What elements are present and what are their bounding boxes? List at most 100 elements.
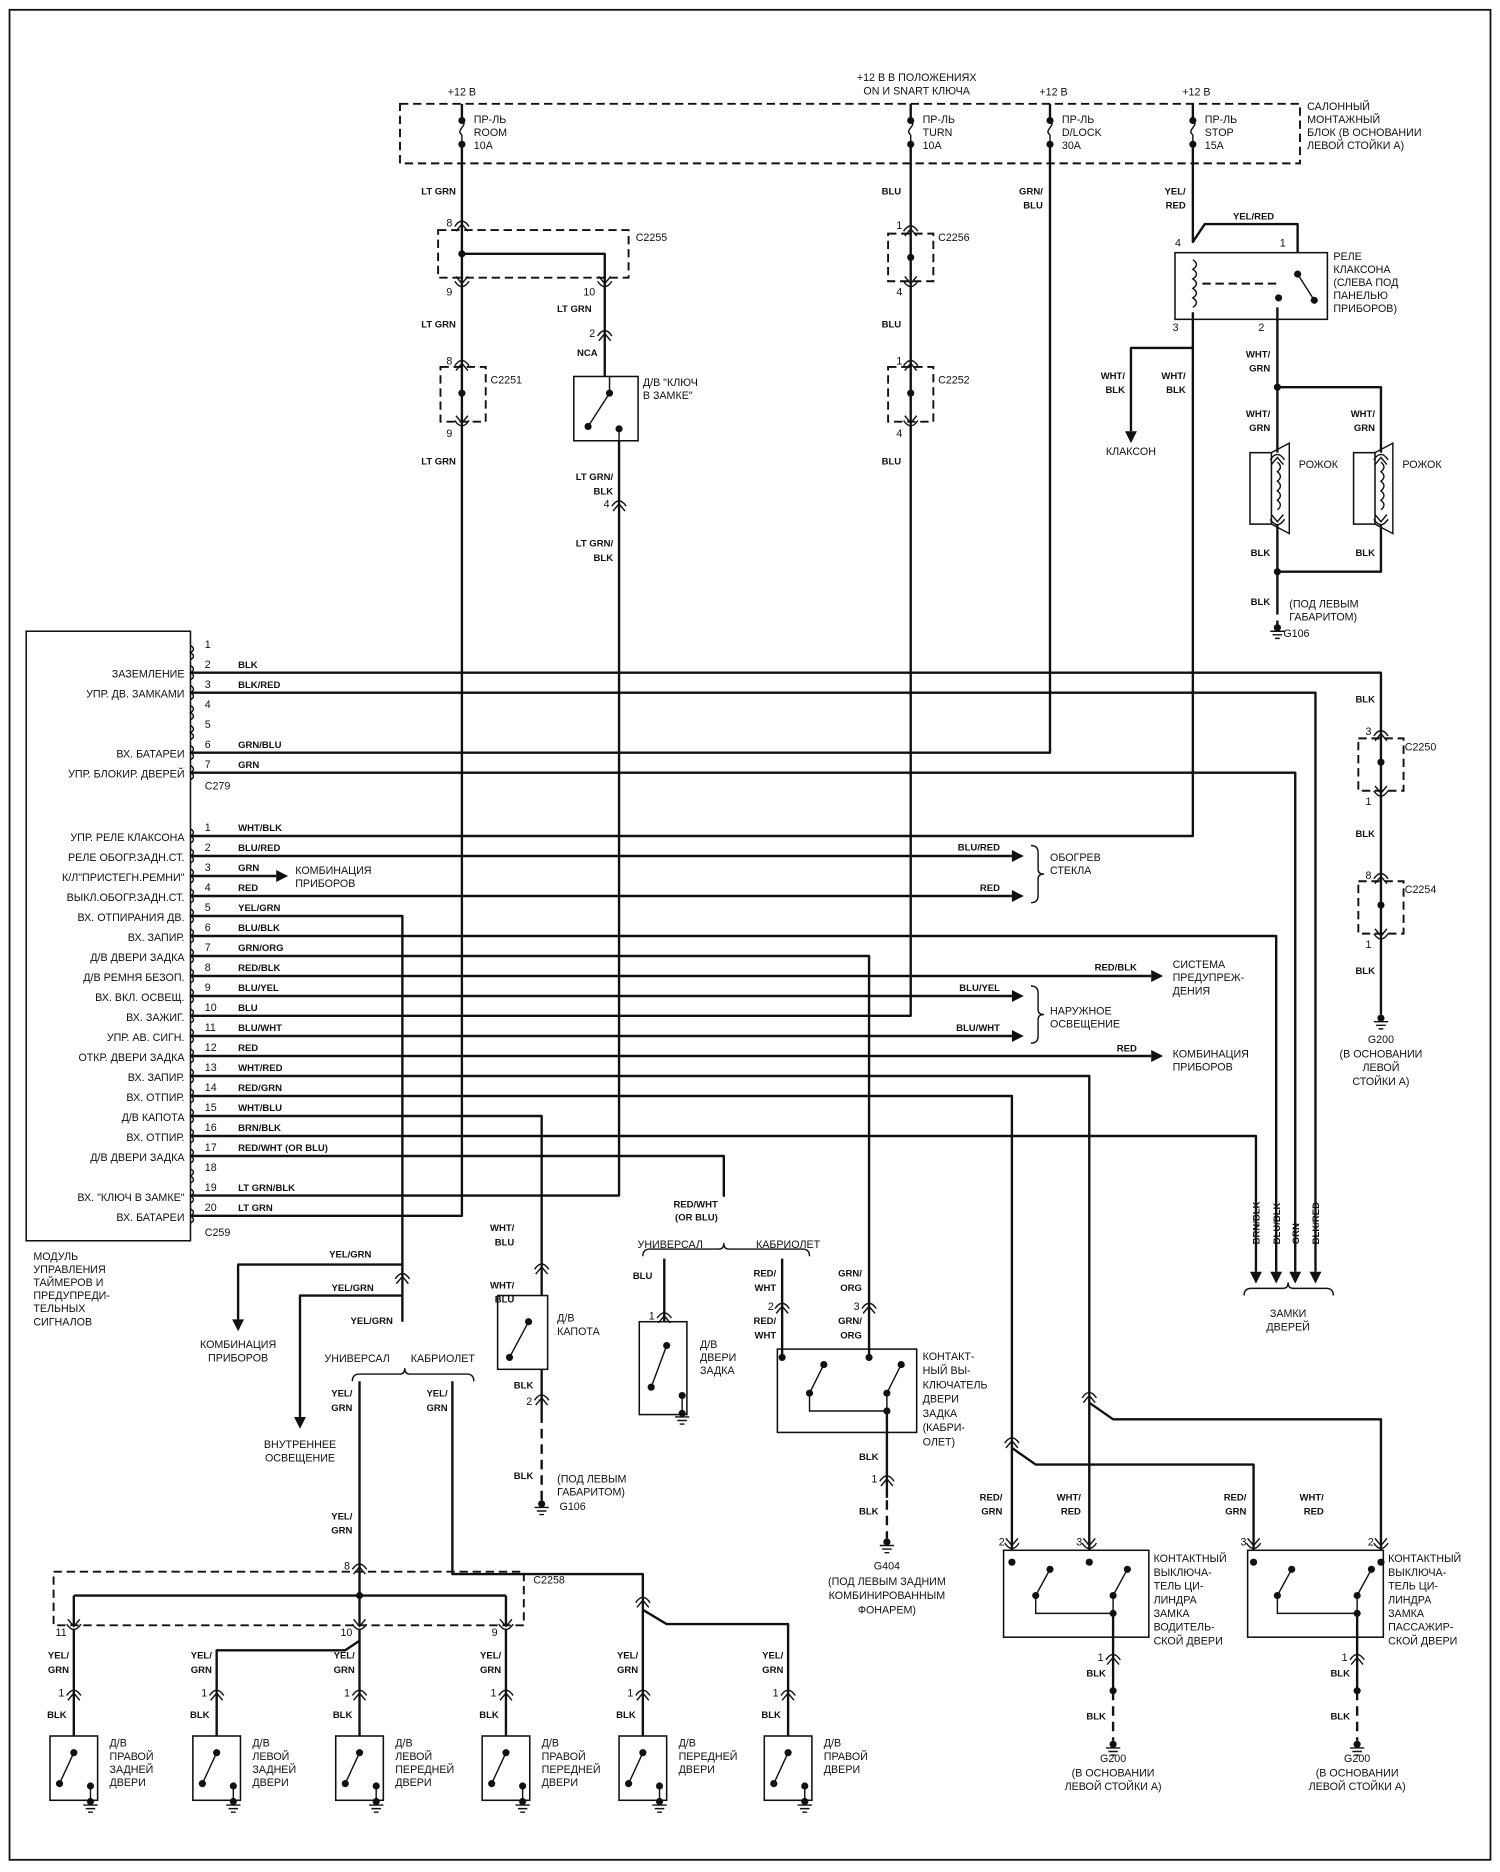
wire — [1276, 1595, 1358, 1615]
module-pin-function: УПР. ДВ. ЗАМКАМИ — [86, 688, 184, 700]
label: 8 — [446, 217, 452, 229]
fuse-icon — [1047, 119, 1053, 136]
module-wire-color: LT GRN — [238, 1203, 273, 1214]
instrument-cluster-label: КОМБИНАЦИЯ — [200, 1339, 276, 1351]
label: RED/BLK — [1095, 963, 1137, 974]
wire-color-label: GRN — [191, 1665, 212, 1676]
connector-c2255 — [437, 229, 630, 279]
connector-icon — [780, 1689, 796, 1696]
arrow-icon — [1011, 850, 1024, 862]
wire-color-label: YEL/ — [1165, 186, 1187, 197]
tailgate-contact-label: ОЛЕТ) — [923, 1437, 955, 1449]
label: YEL/GRN — [329, 1249, 371, 1260]
ground-icon — [538, 1500, 546, 1508]
module-pin-icon — [189, 644, 195, 661]
diagram-frame — [8, 8, 1492, 1861]
wire — [1277, 524, 1383, 573]
door-switch-label: ДВЕРИ — [252, 1777, 288, 1789]
switch-contact — [508, 1321, 530, 1358]
horn-label: РОЖОК — [1402, 459, 1442, 471]
wire-color-label: YEL/ — [762, 1651, 784, 1662]
module-wire-color: GRN — [238, 863, 259, 874]
wire-color-label: WHT/ — [1246, 409, 1271, 420]
wire-color-label: BLK — [1330, 1711, 1350, 1722]
ground-icon — [226, 1804, 241, 1813]
ground-icon — [1109, 1740, 1117, 1748]
wire — [190, 934, 1278, 1272]
wire-color-label: GRN — [1354, 423, 1375, 434]
wire — [236, 1263, 403, 1320]
label: 1 — [649, 1310, 655, 1322]
wire-color-label: GRN — [1225, 1507, 1246, 1518]
door-locks-label: ЗАМКИ — [1270, 1308, 1306, 1320]
instrument-cluster-label: ПРИБОРОВ — [208, 1353, 268, 1365]
horn-coil — [1276, 461, 1282, 511]
switch-contact — [627, 1752, 644, 1784]
module-wire-color: LT GRN/BLK — [238, 1183, 295, 1194]
ground-note: СТОЙКИ А) — [1352, 1075, 1409, 1088]
connector-icon — [210, 1692, 224, 1701]
module-pin-function: ВХ. ЗАПИР. — [128, 1072, 185, 1084]
driver-door-cylinder-switch-label: ВЫКЛЮЧА- — [1154, 1567, 1213, 1579]
connector-icon — [1350, 1656, 1364, 1666]
ground-note: (ПОД ЛЕВЫМ ЗАДНИМ — [828, 1576, 946, 1588]
wire-color-label: WHT/ — [490, 1223, 515, 1234]
wire — [461, 252, 606, 286]
module-wire-color: GRN/BLU — [238, 740, 281, 751]
label: 1 — [490, 1688, 496, 1700]
connector-label: C2251 — [490, 375, 522, 387]
wire-color-label: BLK — [1086, 1668, 1106, 1679]
module-pin-function: ЗАЗЕМЛЕНИЕ — [112, 668, 185, 680]
label: 1 — [344, 1688, 350, 1700]
tailgate-switch-label: ЗАДКА — [700, 1365, 735, 1377]
module-pin-number: 7 — [205, 759, 211, 771]
wire-color-label: BLU — [633, 1271, 653, 1282]
tailgate-contact-label: (КАБРИ- — [923, 1422, 966, 1434]
splice-dot — [615, 425, 623, 433]
fuse-label: ПР-ЛЬ — [1205, 114, 1237, 126]
label: 4 — [604, 498, 610, 510]
module-wire-color: BLK — [238, 660, 258, 671]
fuse-label: ПР-ЛЬ — [923, 114, 955, 126]
connector-icon — [1004, 1542, 1020, 1550]
splice-dot — [778, 1353, 786, 1361]
module-pin-number: 10 — [205, 1002, 217, 1014]
wire-color-label: BRN/BLK — [1252, 1201, 1263, 1244]
wire-color-label: WHT/ — [1351, 409, 1376, 420]
module-pin-icon — [189, 1008, 195, 1024]
ground-note: КОМБИНИРОВАННЫМ — [829, 1590, 946, 1602]
module-wire-color: WHT/RED — [238, 1063, 283, 1074]
connector-icon — [1374, 785, 1388, 795]
label: RED — [980, 883, 1000, 894]
arrow-icon — [1011, 990, 1024, 1002]
module-pin-function: УПР. БЛОКИР. ДВЕРЕЙ — [68, 767, 184, 780]
connector-icon — [351, 1563, 368, 1570]
connector-icon — [902, 225, 919, 232]
module-title: ТЕЛЬНЫХ — [33, 1303, 85, 1315]
hood-switch-label: КАПОТА — [557, 1326, 600, 1338]
wire-color-label: BLK — [616, 1710, 636, 1721]
wire-color-label: BLK — [859, 1507, 879, 1518]
label: 3 — [1240, 1537, 1246, 1549]
fuse-label: ПР-ЛЬ — [1062, 114, 1094, 126]
module-pin-icon — [189, 828, 195, 844]
door-switch-label: Д/В — [252, 1738, 269, 1750]
tailgate-contact-label: ЗАДКА — [923, 1408, 958, 1420]
wire-color-label: YEL/RED — [1233, 211, 1274, 222]
connector-icon — [1245, 1542, 1262, 1550]
door-switch-label: ПРАВОЙ — [542, 1750, 586, 1763]
label: 1 — [1280, 238, 1286, 250]
module-pin-number: 1 — [205, 822, 211, 834]
wire-color-label: BLK — [1251, 597, 1271, 608]
splice-dot — [1273, 568, 1281, 576]
key-in-ignition-switch — [573, 375, 639, 442]
connector-label: C2256 — [938, 232, 970, 244]
connector-icon — [535, 1396, 549, 1406]
exterior-lights-label: НАРУЖНОЕ — [1050, 1006, 1112, 1018]
label: 2 — [526, 1396, 532, 1408]
instrument-cluster-label: КОМБИНАЦИЯ — [295, 865, 371, 877]
ground-icon — [1373, 1021, 1389, 1030]
connector-c2254 — [1357, 880, 1405, 935]
connector-icon — [902, 420, 919, 427]
label: 3 — [1173, 322, 1179, 334]
